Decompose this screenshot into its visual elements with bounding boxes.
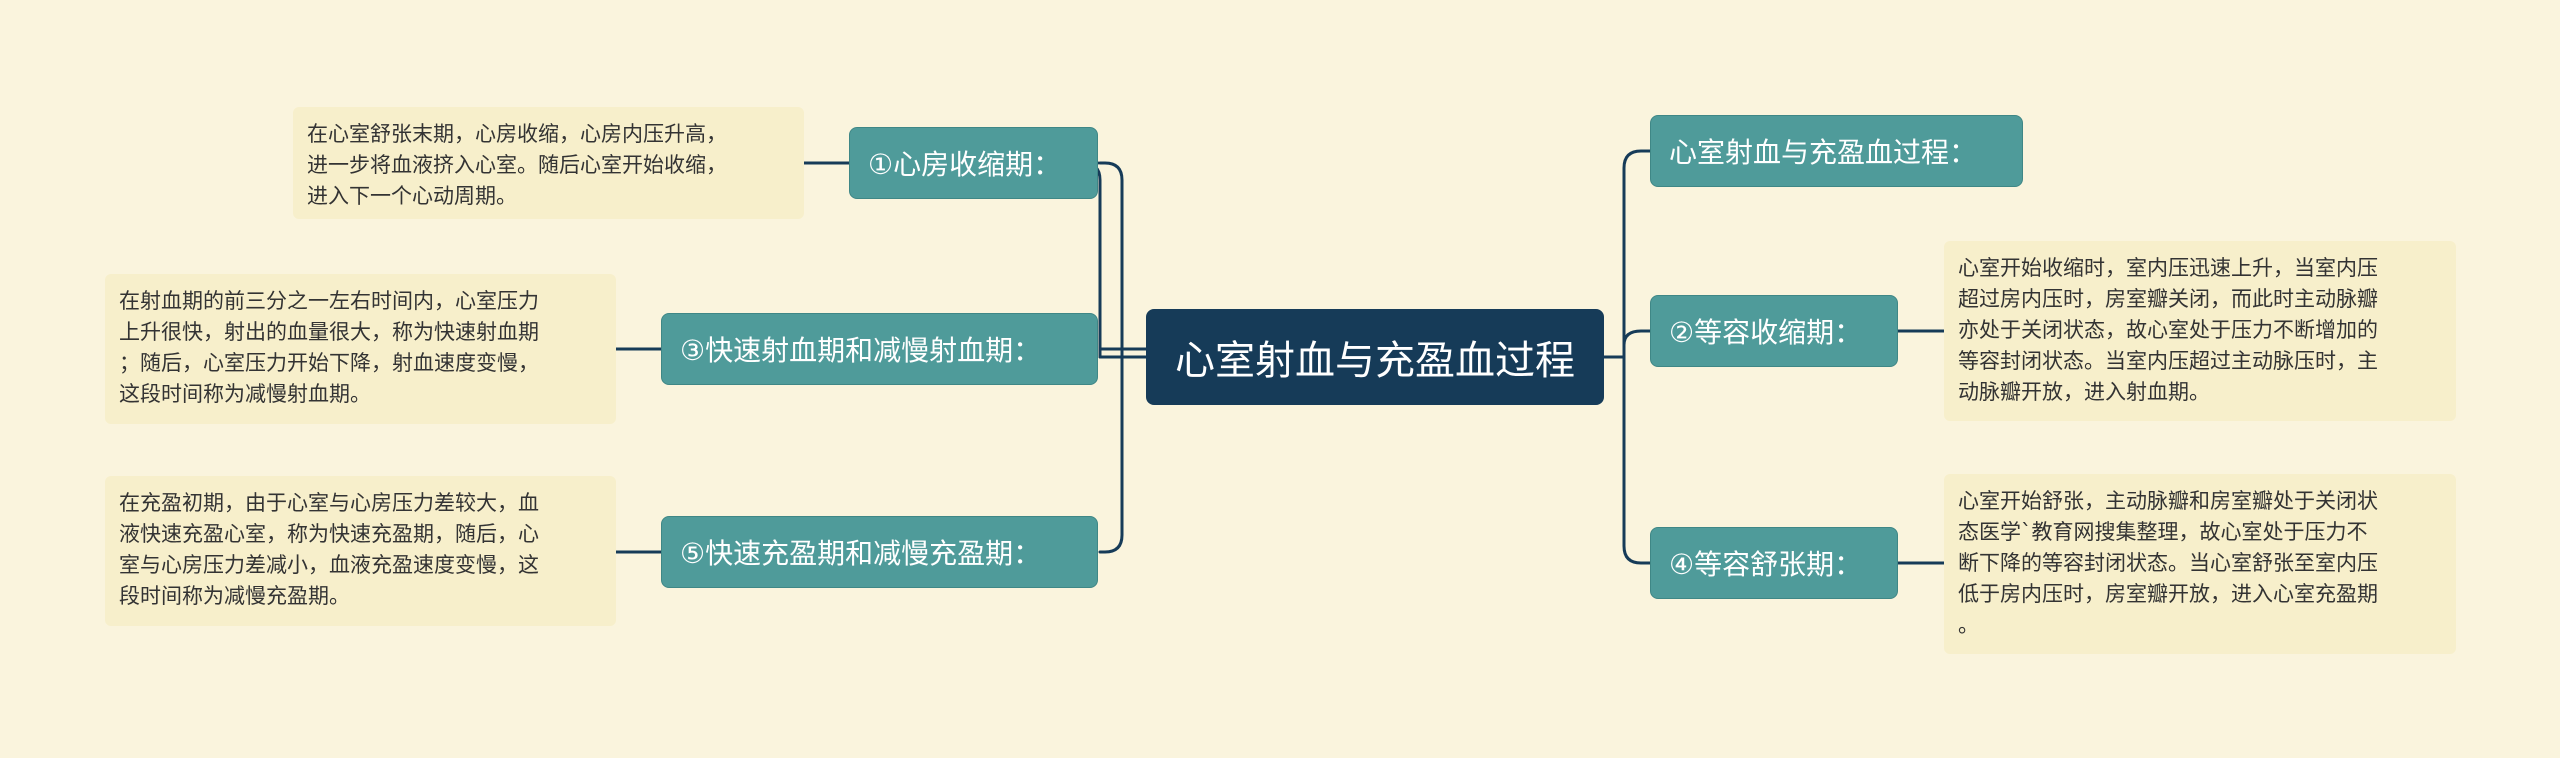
branch-atrial-systole[interactable]: ①心房收缩期： (849, 127, 1098, 199)
note-isovolumic-relaxation-text: 心室开始舒张，主动脉瓣和房室瓣处于关闭状 态医学`教育网搜集整理，故心室处于压力… (1958, 489, 2378, 637)
note-filling-text: 在充盈初期，由于心室与心房压力差较大，血 液快速充盈心室，称为快速充盈期，随后，… (119, 491, 539, 608)
note-ejection-text: 在射血期的前三分之一左右时间内，心室压力 上升很快，射出的血量很大，称为快速射血… (119, 289, 539, 406)
root-node[interactable]: 心室射血与充盈血过程 (1146, 309, 1604, 405)
branch-overview[interactable]: 心室射血与充盈血过程： (1650, 115, 2023, 187)
branch-filling[interactable]: ⑤快速充盈期和减慢充盈期： (661, 516, 1098, 588)
note-atrial-systole: 在心室舒张末期，心房收缩，心房内压升高， 进一步将血液挤入心室。随后心室开始收缩… (293, 107, 804, 219)
branch-atrial-systole-label: ①心房收缩期： (868, 148, 1062, 181)
branch-isovolumic-relaxation-label: ④等容舒张期： (1669, 548, 1863, 581)
note-atrial-systole-text: 在心室舒张末期，心房收缩，心房内压升高， 进一步将血液挤入心室。随后心室开始收缩… (307, 122, 727, 208)
connector-right-b4 (1622, 355, 1652, 565)
branch-isovolumic-contraction[interactable]: ②等容收缩期： (1650, 295, 1898, 367)
connector-left-b1-stem (1098, 161, 1124, 359)
branch-overview-label: 心室射血与充盈血过程： (1669, 136, 1978, 169)
branch-isovolumic-relaxation[interactable]: ④等容舒张期： (1650, 527, 1898, 599)
connector-left-b5 (1098, 355, 1124, 554)
note-isovolumic-relaxation: 心室开始舒张，主动脉瓣和房室瓣处于关闭状 态医学`教育网搜集整理，故心室处于压力… (1944, 474, 2456, 654)
branch-isovolumic-contraction-label: ②等容收缩期： (1669, 316, 1863, 349)
note-isovolumic-contraction: 心室开始收缩时，室内压迅速上升，当室内压 超过房内压时，房室瓣关闭，而此时主动脉… (1944, 241, 2456, 421)
note-ejection: 在射血期的前三分之一左右时间内，心室压力 上升很快，射出的血量很大，称为快速射血… (105, 274, 616, 424)
note-filling: 在充盈初期，由于心室与心房压力差较大，血 液快速充盈心室，称为快速充盈期，随后，… (105, 476, 616, 626)
note-isovolumic-contraction-text: 心室开始收缩时，室内压迅速上升，当室内压 超过房内压时，房室瓣关闭，而此时主动脉… (1958, 256, 2378, 404)
branch-filling-label: ⑤快速充盈期和减慢充盈期： (680, 537, 1042, 570)
connector-right-r0 (1622, 149, 1652, 359)
branch-ejection[interactable]: ③快速射血期和减慢射血期： (661, 313, 1098, 385)
connector-right-b2 (1622, 329, 1652, 347)
root-label: 心室射血与充盈血过程 (1175, 338, 1575, 384)
branch-ejection-label: ③快速射血期和减慢射血期： (680, 334, 1042, 367)
